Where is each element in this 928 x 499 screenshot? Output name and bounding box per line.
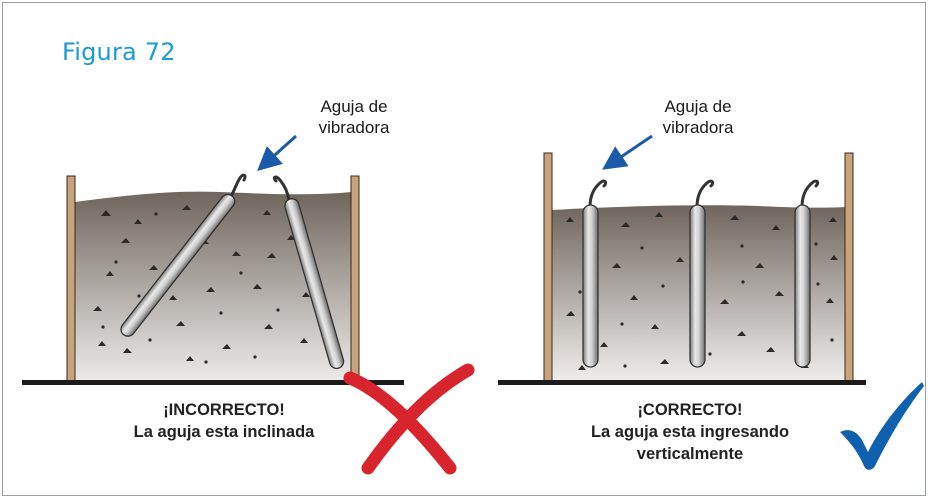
figure-title: Figura 72 [62, 38, 176, 66]
left-verdict-heading: ¡INCORRECTO! [163, 401, 285, 419]
left-verdict-detail: La aguja esta inclinada [133, 423, 315, 441]
right-formwork [498, 152, 866, 385]
right-callout-label: Aguja de vibradora [636, 96, 760, 138]
left-callout-line1: Aguja de [320, 97, 388, 116]
red-cross-mark [343, 363, 475, 475]
right-needle-vertical-3 [794, 179, 820, 368]
right-verdict-heading: ¡CORRECTO! [637, 401, 743, 419]
left-callout-line2: vibradora [318, 118, 390, 137]
left-callout-label: Aguja de vibradora [292, 96, 416, 138]
left-callout-arrow [257, 134, 298, 172]
right-needle-vertical-1 [582, 179, 608, 368]
left-needle-tilted-b [272, 175, 345, 370]
left-form-post-right [350, 175, 360, 384]
left-verdict: ¡INCORRECTO! La aguja esta inclinada [104, 399, 344, 443]
blue-check-mark [840, 382, 924, 470]
right-callout-line1: Aguja de [664, 97, 732, 116]
right-form-post-right [844, 152, 854, 384]
right-callout-line2: vibradora [662, 118, 734, 137]
right-callout-arrow [602, 134, 653, 170]
left-ground-line [22, 380, 404, 385]
right-form-post-left [543, 152, 553, 384]
right-needle-vertical-2 [689, 179, 715, 368]
right-verdict-detail: La aguja esta ingresando [590, 423, 790, 441]
right-verdict: ¡CORRECTO! La aguja esta ingresando vert… [558, 399, 822, 465]
left-formwork [22, 175, 404, 385]
left-form-post-left [66, 175, 76, 384]
right-verdict-detail-2: verticalmente [636, 445, 744, 463]
left-needle-tilted-a [120, 173, 247, 337]
right-ground-line [498, 380, 866, 385]
left-concrete-mass [75, 191, 352, 382]
